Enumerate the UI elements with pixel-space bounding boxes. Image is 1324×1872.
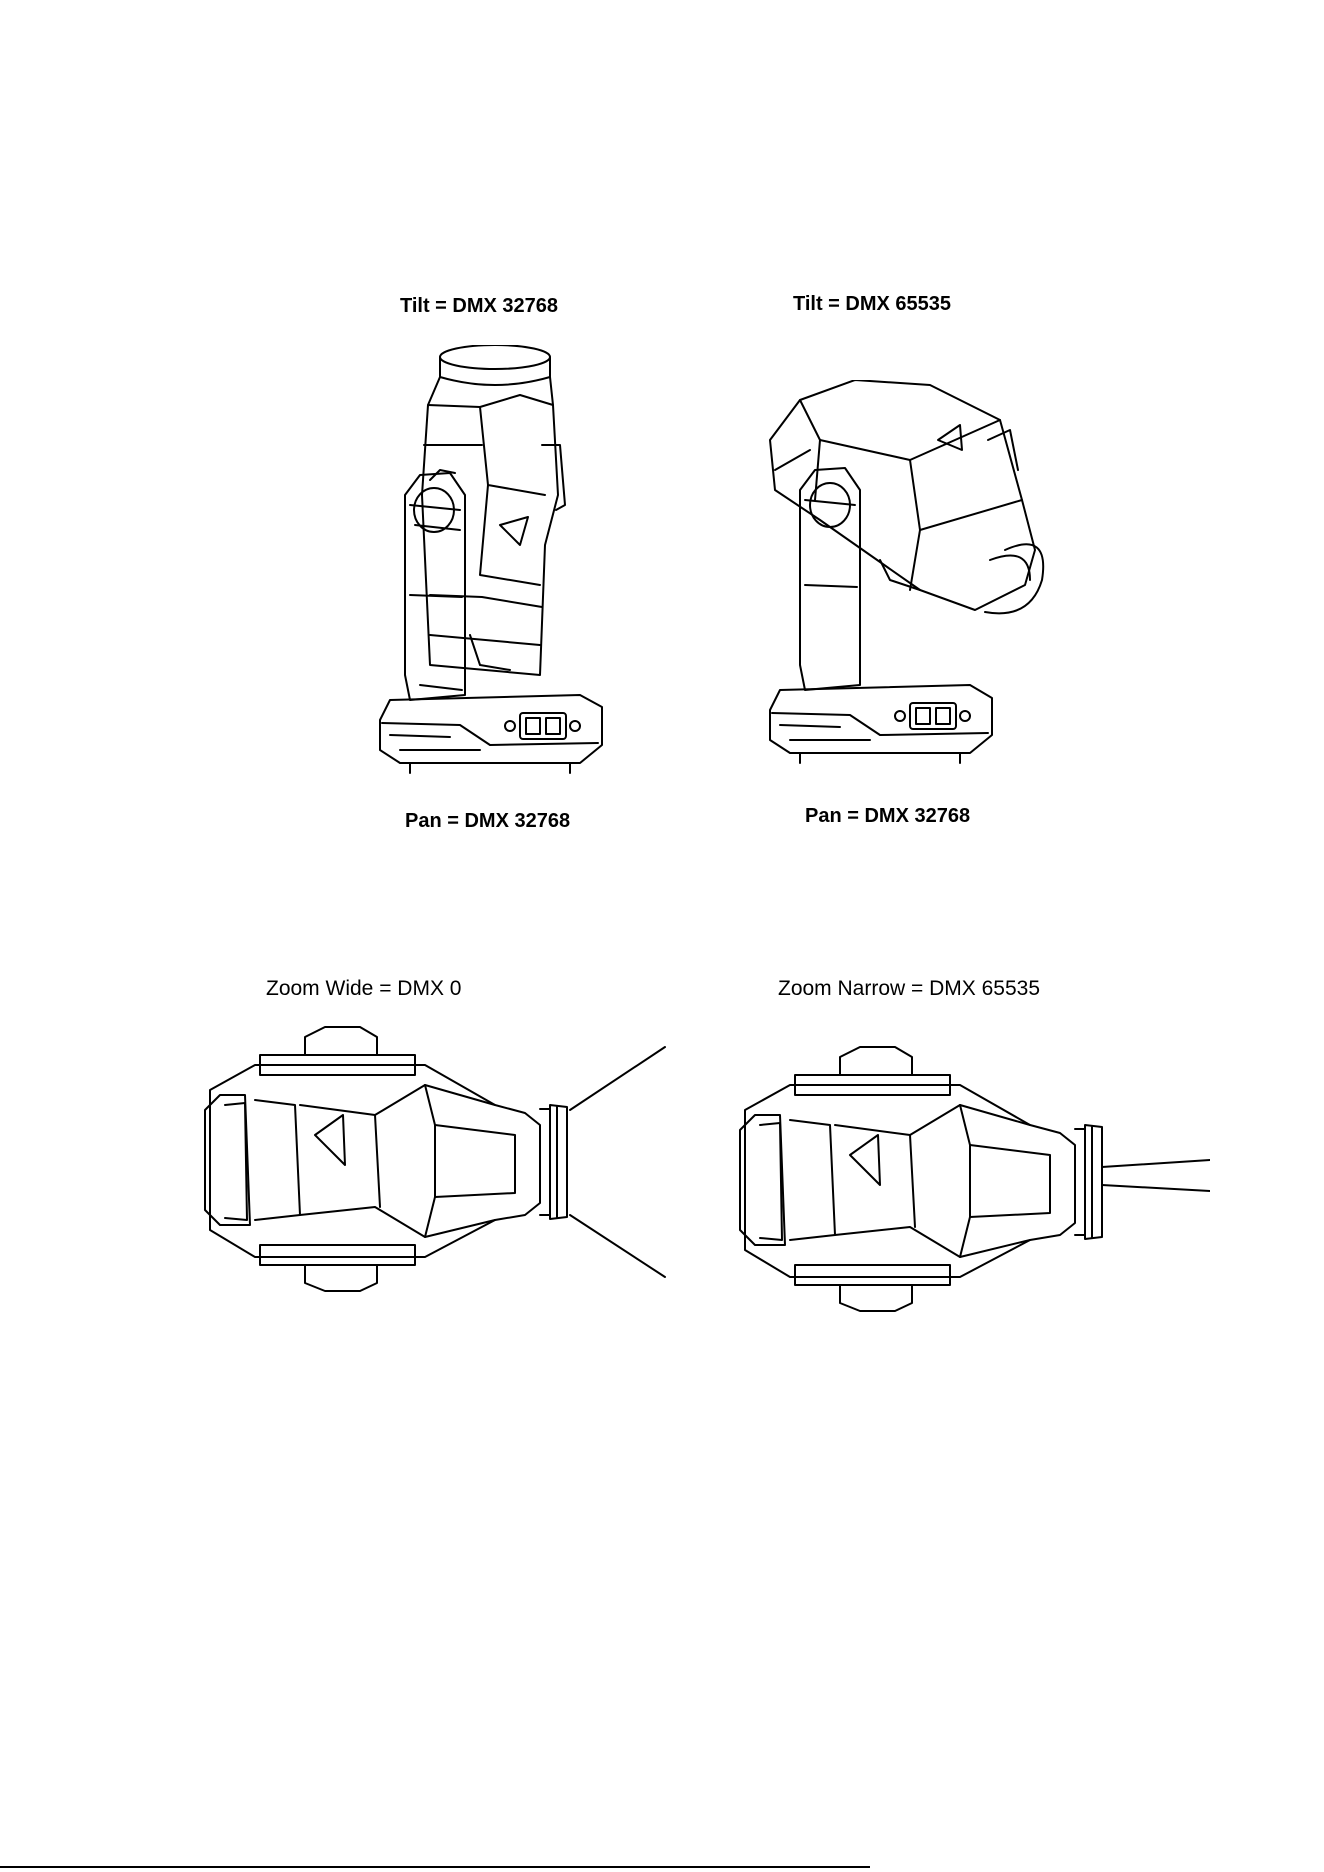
moving-head-upright-figure [370,345,610,775]
caption-pan-left: Pan = DMX 32768 [405,810,570,833]
caption-pan-right: Pan = DMX 32768 [805,805,970,828]
bottom-rule [0,1866,870,1868]
caption-zoom-narrow: Zoom Narrow = DMX 65535 [778,977,1040,1001]
top-view-zoom-wide-figure [195,1025,675,1295]
caption-tilt-max: Tilt = DMX 65535 [793,293,951,316]
top-view-zoom-narrow-figure [730,1045,1210,1315]
caption-zoom-wide: Zoom Wide = DMX 0 [266,977,461,1001]
caption-tilt-center: Tilt = DMX 32768 [400,295,558,318]
moving-head-tilted-figure [760,380,1050,775]
